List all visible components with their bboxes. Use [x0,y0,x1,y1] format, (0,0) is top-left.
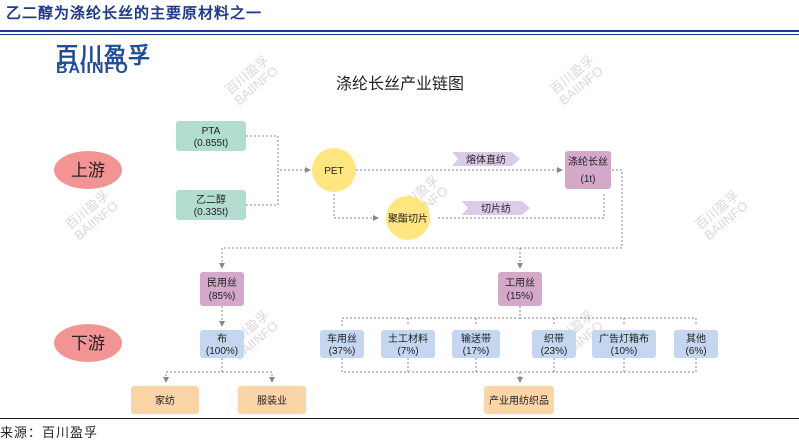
node-pta-value: (0.855t) [194,138,228,149]
node-lightbox-name: 广告灯箱布 [599,332,649,345]
node-pet-label: PET [324,166,343,177]
node-apparel-label: 服装业 [257,394,287,407]
node-home-textile: 家纺 [131,386,199,414]
node-pta-name: PTA [202,126,221,137]
node-car-name: 车用丝 [327,332,357,345]
node-filament-value: (1t) [581,174,596,185]
node-other: 其他 (6%) [674,330,718,358]
node-filament-name: 涤纶长丝 [568,155,608,168]
node-industrial-textile: 产业用纺织品 [484,386,554,414]
node-car-yarn: 车用丝 (37%) [320,330,364,358]
node-industrial-name: 工用丝 [505,277,535,289]
title-rule [0,30,799,32]
node-other-value: (6%) [685,346,706,357]
tag-melt-direct-label: 熔体直纺 [466,153,506,166]
node-civil-name: 民用丝 [207,277,237,289]
node-car-value: (37%) [329,346,356,357]
tag-melt-direct: 熔体直纺 [452,152,520,166]
node-geo-name: 土工材料 [388,332,428,345]
diagram-title: 涤纶长丝产业链图 [335,74,464,93]
tag-chip-spin: 切片纺 [462,201,530,215]
footer-rule [0,418,799,419]
stage-downstream-label: 下游 [71,334,105,354]
page-title: 乙二醇为涤纶长丝的主要原材料之一 [6,4,263,22]
node-other-name: 其他 [686,332,706,345]
connectors [163,135,697,383]
node-cloth-value: (100%) [206,346,238,357]
node-meg-value: (0.335t) [194,207,228,218]
node-webbing-value: (23%) [541,346,568,357]
node-cloth-name: 布 [217,333,227,345]
source-note: 来源：百川盈孚 [0,426,99,441]
node-apparel: 服装业 [238,386,306,414]
node-meg: 乙二醇 (0.335t) [176,190,246,220]
node-industrial-value: (15%) [507,291,534,302]
node-conveyor-name: 输送带 [461,332,491,345]
stage-downstream: 下游 [54,324,122,362]
node-geo-value: (7%) [397,346,418,357]
node-civil-value: (85%) [209,291,236,302]
stage-upstream: 上游 [54,151,122,189]
node-home-textile-label: 家纺 [155,394,175,407]
node-lightbox-value: (10%) [611,346,638,357]
node-conveyor-value: (17%) [463,346,490,357]
node-cloth: 布 (100%) [200,330,244,358]
node-conveyor-belt: 输送带 (17%) [452,330,500,358]
stage-upstream-label: 上游 [71,161,105,181]
node-chips-label: 聚酯切片 [388,212,428,225]
node-webbing: 织带 (23%) [532,330,576,358]
node-filament: 涤纶长丝 (1t) [565,151,611,189]
node-pet: PET [312,148,356,192]
node-lightbox-cloth: 广告灯箱布 (10%) [592,330,656,358]
node-chips: 聚酯切片 [386,196,430,240]
node-geo-material: 土工材料 (7%) [381,330,435,358]
node-civil-yarn: 民用丝 (85%) [200,272,244,306]
logo-chinese: 百川盈孚 [56,44,153,69]
tag-chip-spin-label: 切片纺 [481,202,511,215]
node-industrial-yarn: 工用丝 (15%) [498,272,542,306]
logo-english: BAIINFO [56,60,129,77]
title-rule-thin [0,34,799,35]
node-meg-name: 乙二醇 [196,193,226,206]
node-pta: PTA (0.855t) [176,121,246,151]
node-webbing-name: 织带 [544,333,564,345]
node-industrial-textile-label: 产业用纺织品 [489,394,549,407]
